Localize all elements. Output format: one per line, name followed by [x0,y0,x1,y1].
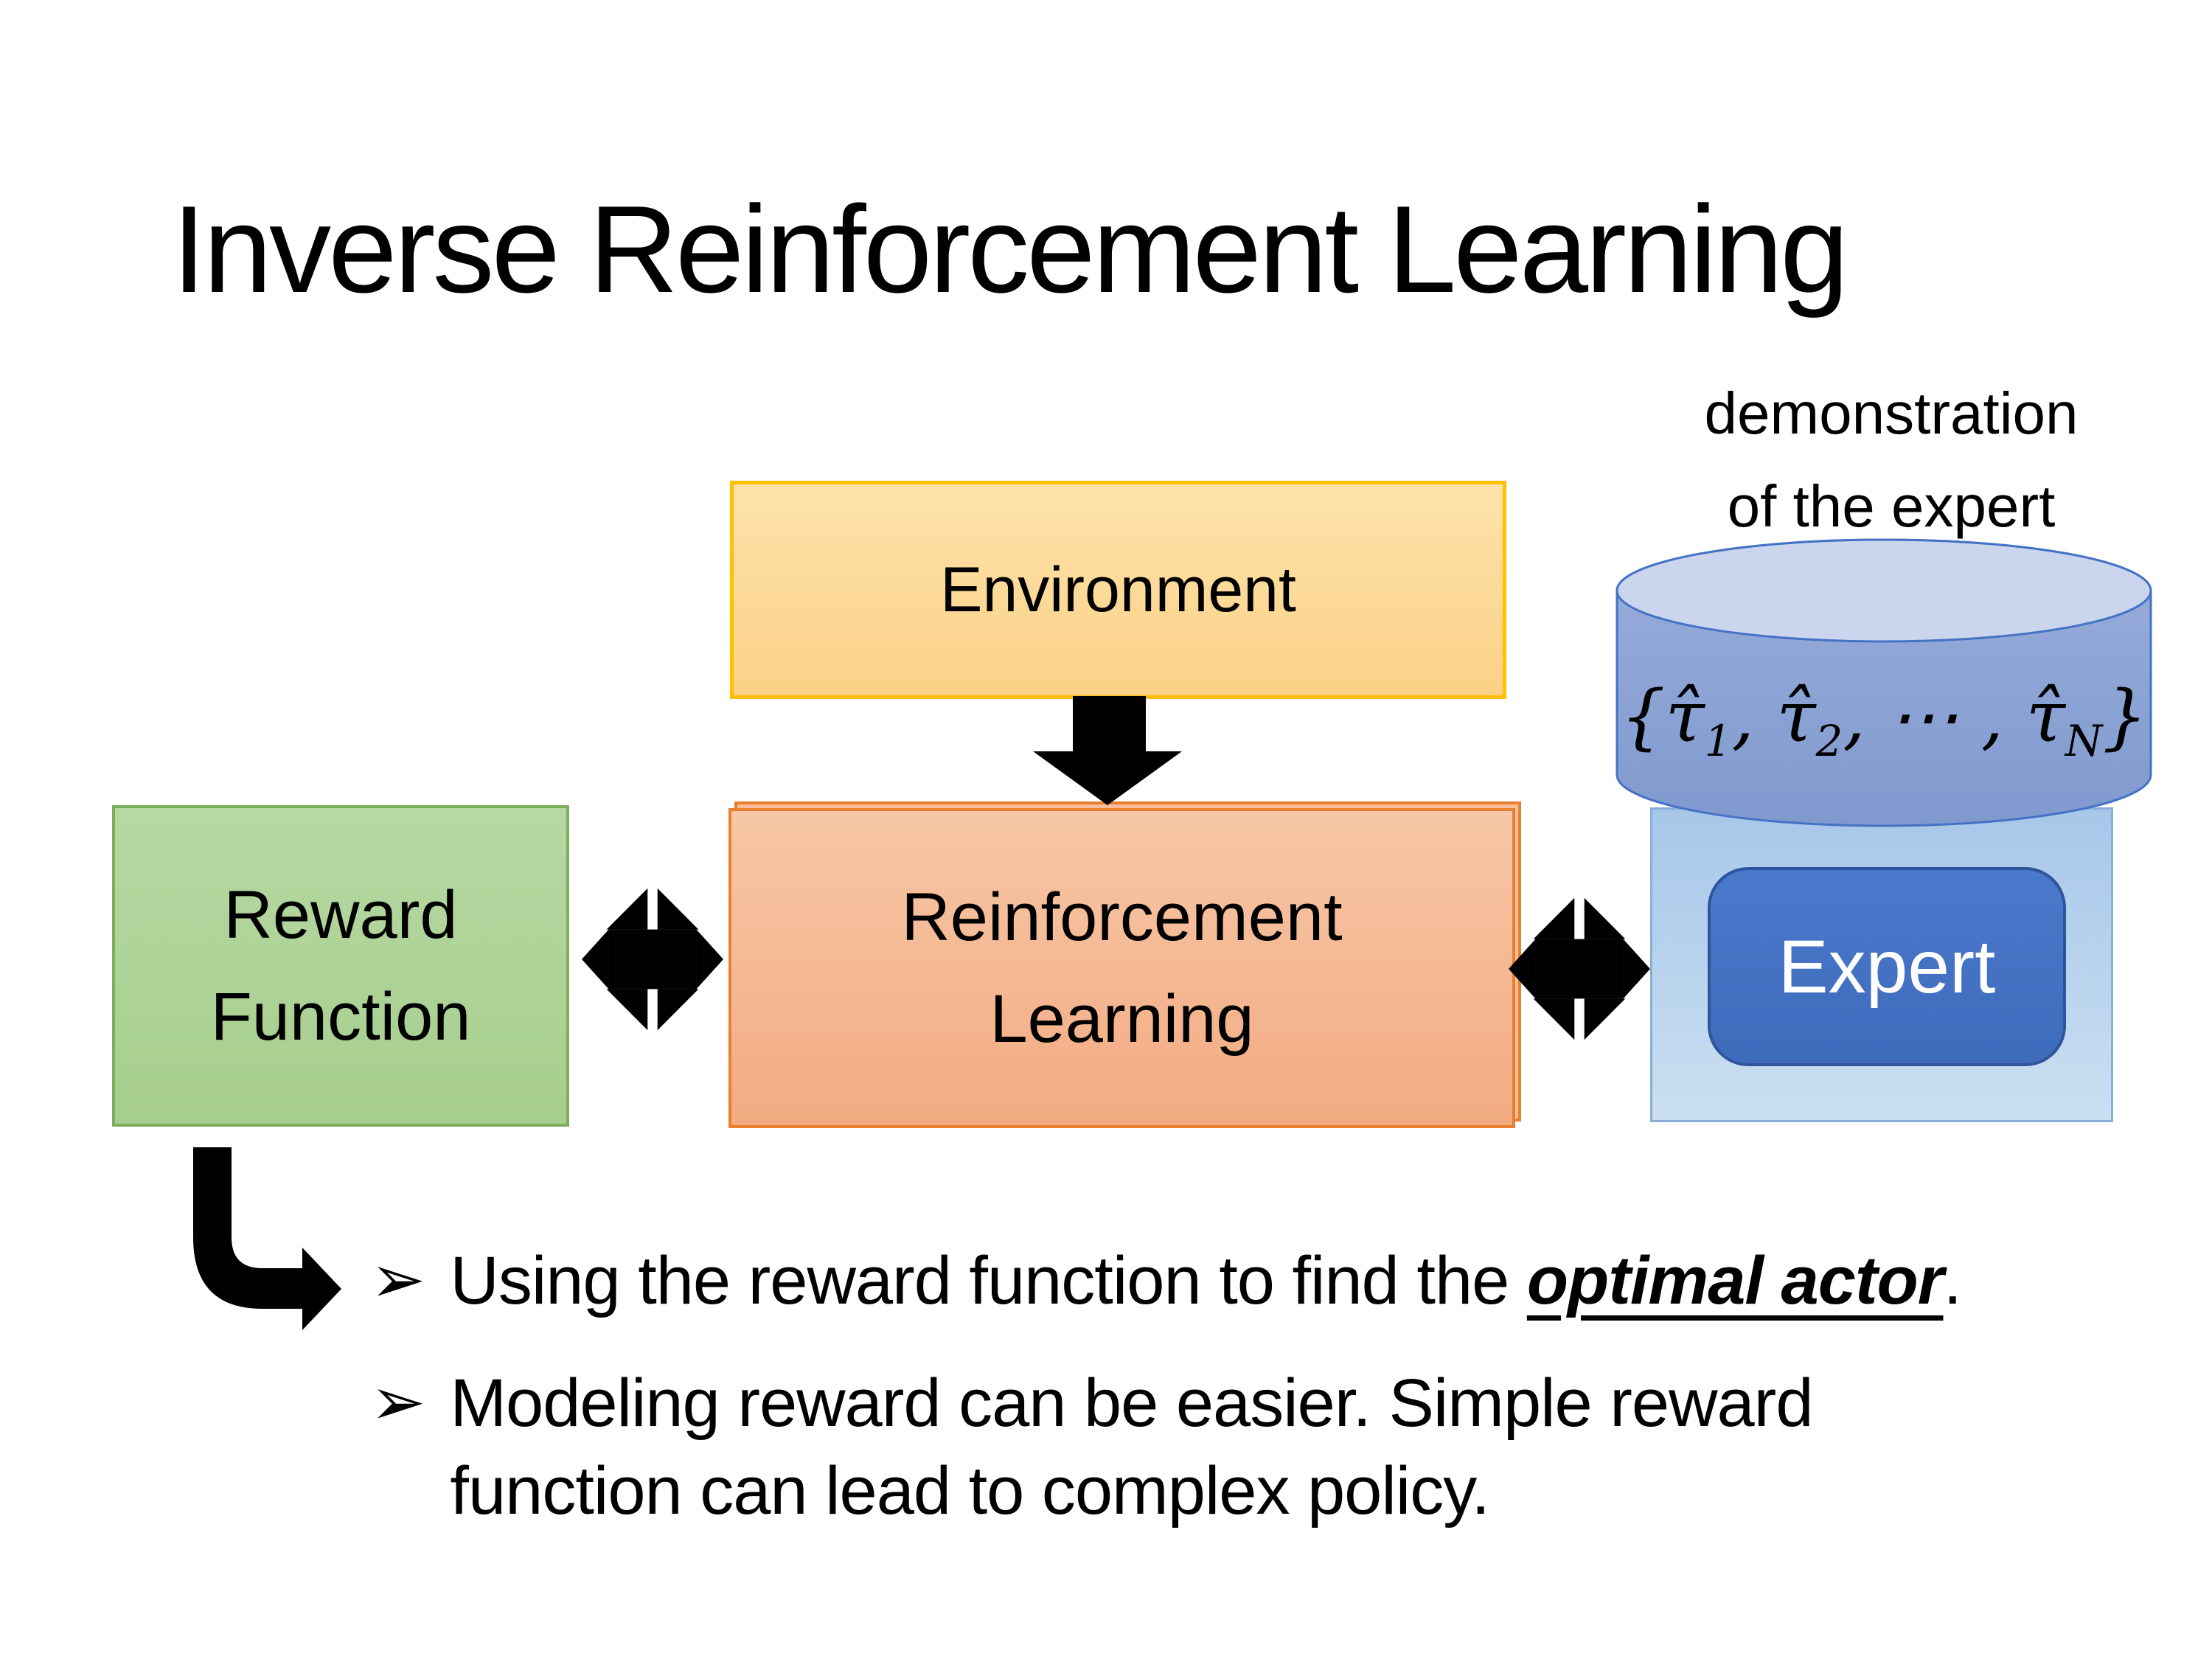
environment-label: Environment [940,554,1296,625]
formula-dots: , ⋯ , [1843,675,2026,758]
formula-sub2: 2 [1815,717,1843,767]
bullet-item-1-text: Using the reward function to find the op… [450,1243,1962,1318]
bullet-item-1: ➢ Using the reward function to find the … [370,1237,2125,1326]
expert-box: Expert [1708,867,2066,1066]
demonstration-label-line1: demonstration [1704,380,2079,446]
slide-title: Inverse Reinforcement Learning [172,180,1849,319]
formula-subN: N [2065,717,2103,767]
formula-open-brace: { [1620,675,1666,758]
formula-tauN: τ̂ [2025,675,2065,758]
bullet-list: ➢ Using the reward function to find the … [370,1237,2125,1536]
reward-function-box: Reward Function [112,805,569,1127]
double-arrow-left-icon [582,888,723,1031]
formula-sub1: 1 [1704,717,1732,767]
reward-function-label: Reward Function [210,877,471,1054]
trajectory-set-formula: {τ̂1, τ̂2, ⋯ , τ̂N} [1615,675,2153,762]
optimal-actor-emphasis: optimal actor [1526,1243,1944,1318]
expert-label: Expert [1778,924,1996,1009]
down-arrow-icon [1033,696,1182,805]
elbow-arrow-icon [193,1147,341,1330]
reinforcement-learning-label: Reinforcement Learning [901,880,1343,1057]
demonstration-label: demonstration of the expert [1626,367,2157,552]
demonstration-label-line2: of the expert [1727,473,2056,539]
formula-comma: , [1731,675,1777,758]
formula-tau1: τ̂ [1665,675,1705,758]
arrowhead-bullet-icon: ➢ [370,1243,425,1317]
reinforcement-learning-box: Reinforcement Learning [728,808,1515,1128]
formula-close-brace: } [2102,675,2148,758]
database-cylinder-icon [1615,538,2152,827]
bullet-item-2-text: Modeling reward can be easier. Simple re… [450,1365,1813,1529]
double-arrow-right-icon [1509,897,1650,1040]
environment-box: Environment [730,481,1506,699]
formula-tau2: τ̂ [1776,675,1816,758]
bullet-item-2: ➢ Modeling reward can be easier. Simple … [370,1360,2125,1536]
arrowhead-bullet-icon: ➢ [370,1365,425,1439]
